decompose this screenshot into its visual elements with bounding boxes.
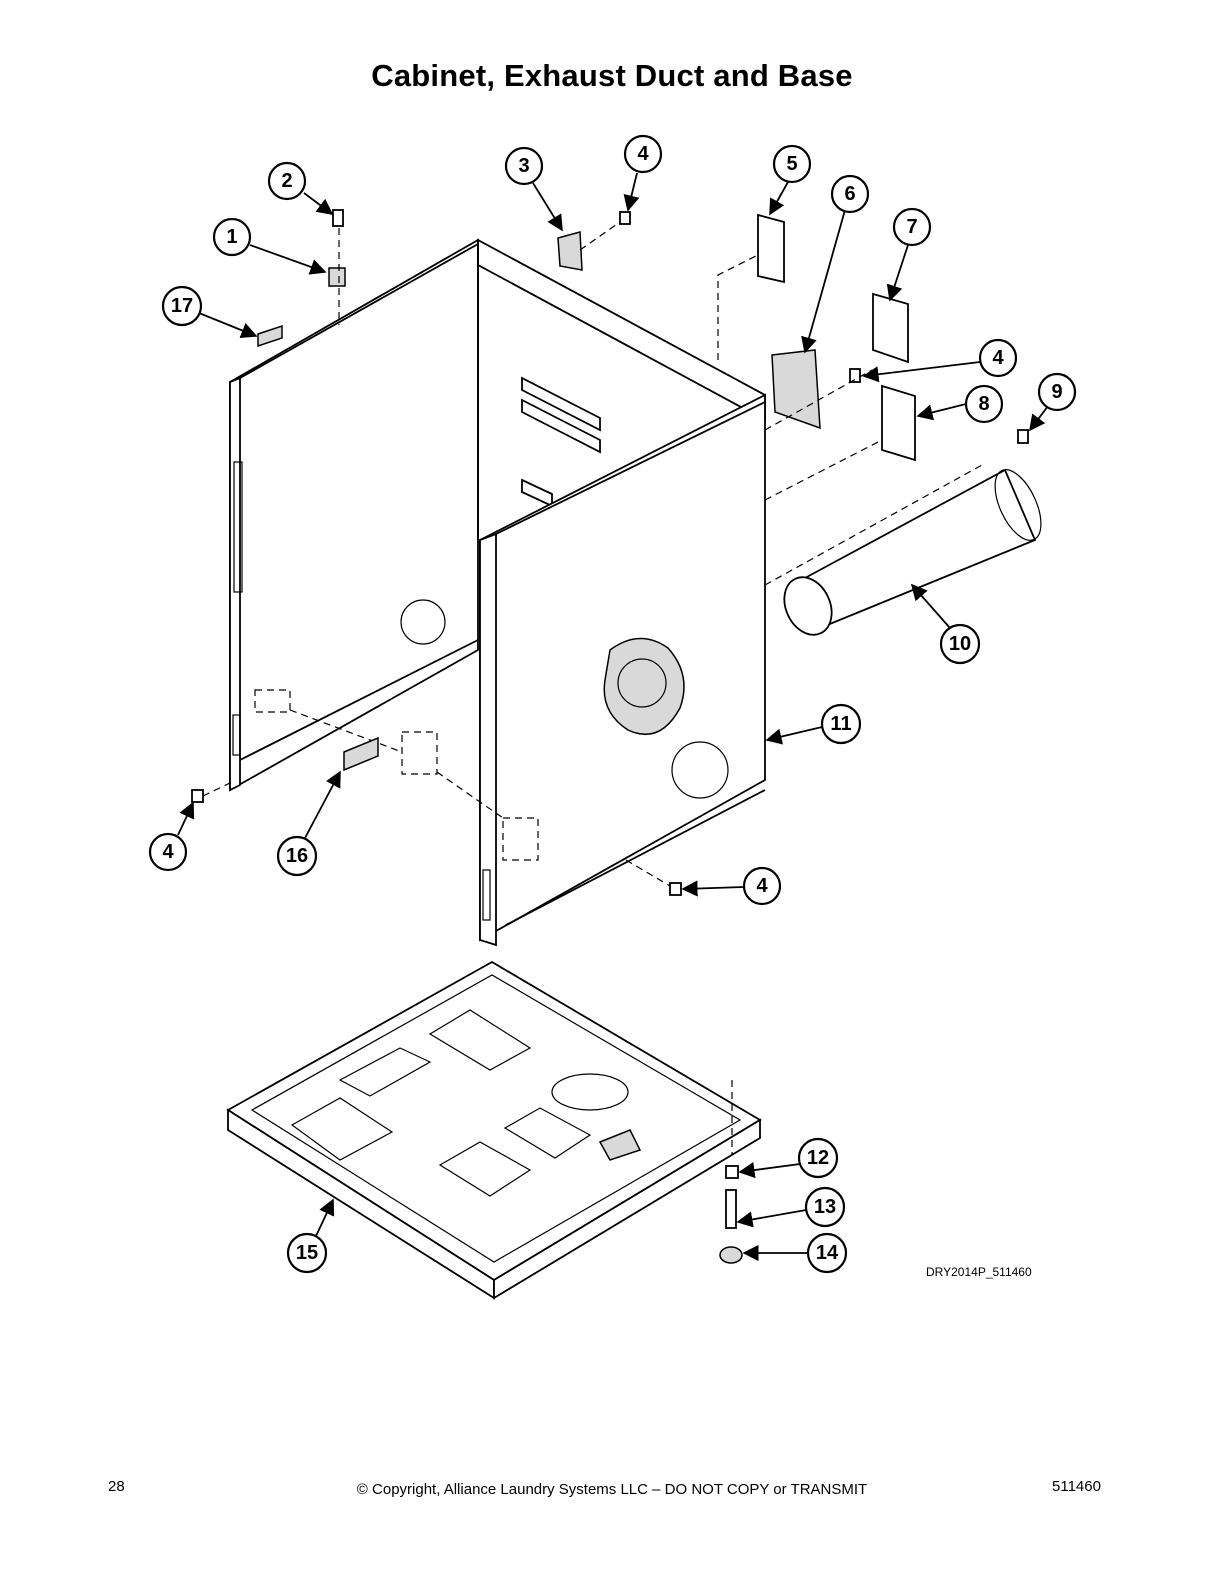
part-2-screw [332,209,344,227]
callout-11: 11 [820,703,862,745]
svg-text:16: 16 [286,845,308,867]
svg-text:4: 4 [992,347,1004,369]
callout-10: 10 [939,623,981,665]
part-17-clip [257,324,283,348]
part-4-screw-right [849,368,861,383]
callout-13: 13 [804,1186,846,1228]
svg-text:7: 7 [906,216,917,238]
part-7-plate [872,292,909,364]
part-15-base [226,960,762,1300]
callout-3: 3 [504,146,544,186]
callout-5: 5 [772,144,812,184]
part-14-foot [719,1246,743,1264]
svg-text:3: 3 [518,155,529,177]
svg-text:5: 5 [786,153,797,175]
part-8-plate [881,384,916,462]
callout-4-right: 4 [978,338,1018,378]
svg-text:4: 4 [756,875,768,897]
part-1-bumper [328,267,346,287]
part-13-bolt [725,1189,737,1229]
document-number: 511460 [1052,1478,1101,1495]
svg-text:4: 4 [162,841,174,863]
part-6-cover [771,349,821,430]
part-12-nut [725,1165,739,1179]
page-title: Cabinet, Exhaust Duct and Base [371,58,853,93]
svg-text:11: 11 [830,713,851,735]
callout-4-bottom: 4 [742,866,782,906]
leader-lines [177,172,1049,1262]
svg-text:6: 6 [844,183,855,205]
part-4-screw-bottom [669,882,682,896]
part-5-plate [757,213,785,284]
cabinet-assembly [229,238,766,947]
svg-text:9: 9 [1051,381,1062,403]
cabinet-left-panel [229,238,479,792]
svg-text:13: 13 [814,1196,836,1218]
svg-text:4: 4 [637,143,649,165]
callout-6: 6 [830,174,870,214]
callout-15: 15 [286,1232,328,1274]
callout-7: 7 [892,207,932,247]
svg-text:8: 8 [978,393,989,415]
callout-14: 14 [806,1232,848,1274]
part-4-screw-left [191,789,204,803]
callout-17: 17 [161,285,203,327]
cabinet-top-rail [477,238,766,422]
callout-1: 1 [212,217,252,257]
part-16-label-plate [343,736,379,772]
svg-text:12: 12 [807,1147,829,1169]
part-10-exhaust-duct [783,468,1042,636]
callout-4-left: 4 [148,832,188,872]
callout-8: 8 [964,384,1004,424]
svg-text:10: 10 [949,633,971,655]
svg-text:17: 17 [171,295,193,317]
svg-text:14: 14 [816,1242,839,1264]
callout-12: 12 [797,1137,839,1179]
diagram-code: DRY2014P_511460 [926,1265,1032,1279]
part-4-screw-top [619,211,631,225]
callout-4-top: 4 [623,134,663,174]
part-3-bracket [557,231,583,271]
page-number: 28 [108,1478,125,1495]
copyright-notice: © Copyright, Alliance Laundry Systems LL… [356,1481,868,1498]
callout-16: 16 [276,835,318,877]
callout-9: 9 [1037,372,1077,412]
svg-text:2: 2 [281,170,292,192]
leveling-foot-hardware [719,1165,743,1264]
svg-text:15: 15 [296,1242,318,1264]
part-9-screw [1017,429,1029,444]
callout-2: 2 [267,161,307,201]
svg-text:1: 1 [226,226,237,248]
top-hardware [257,209,631,348]
